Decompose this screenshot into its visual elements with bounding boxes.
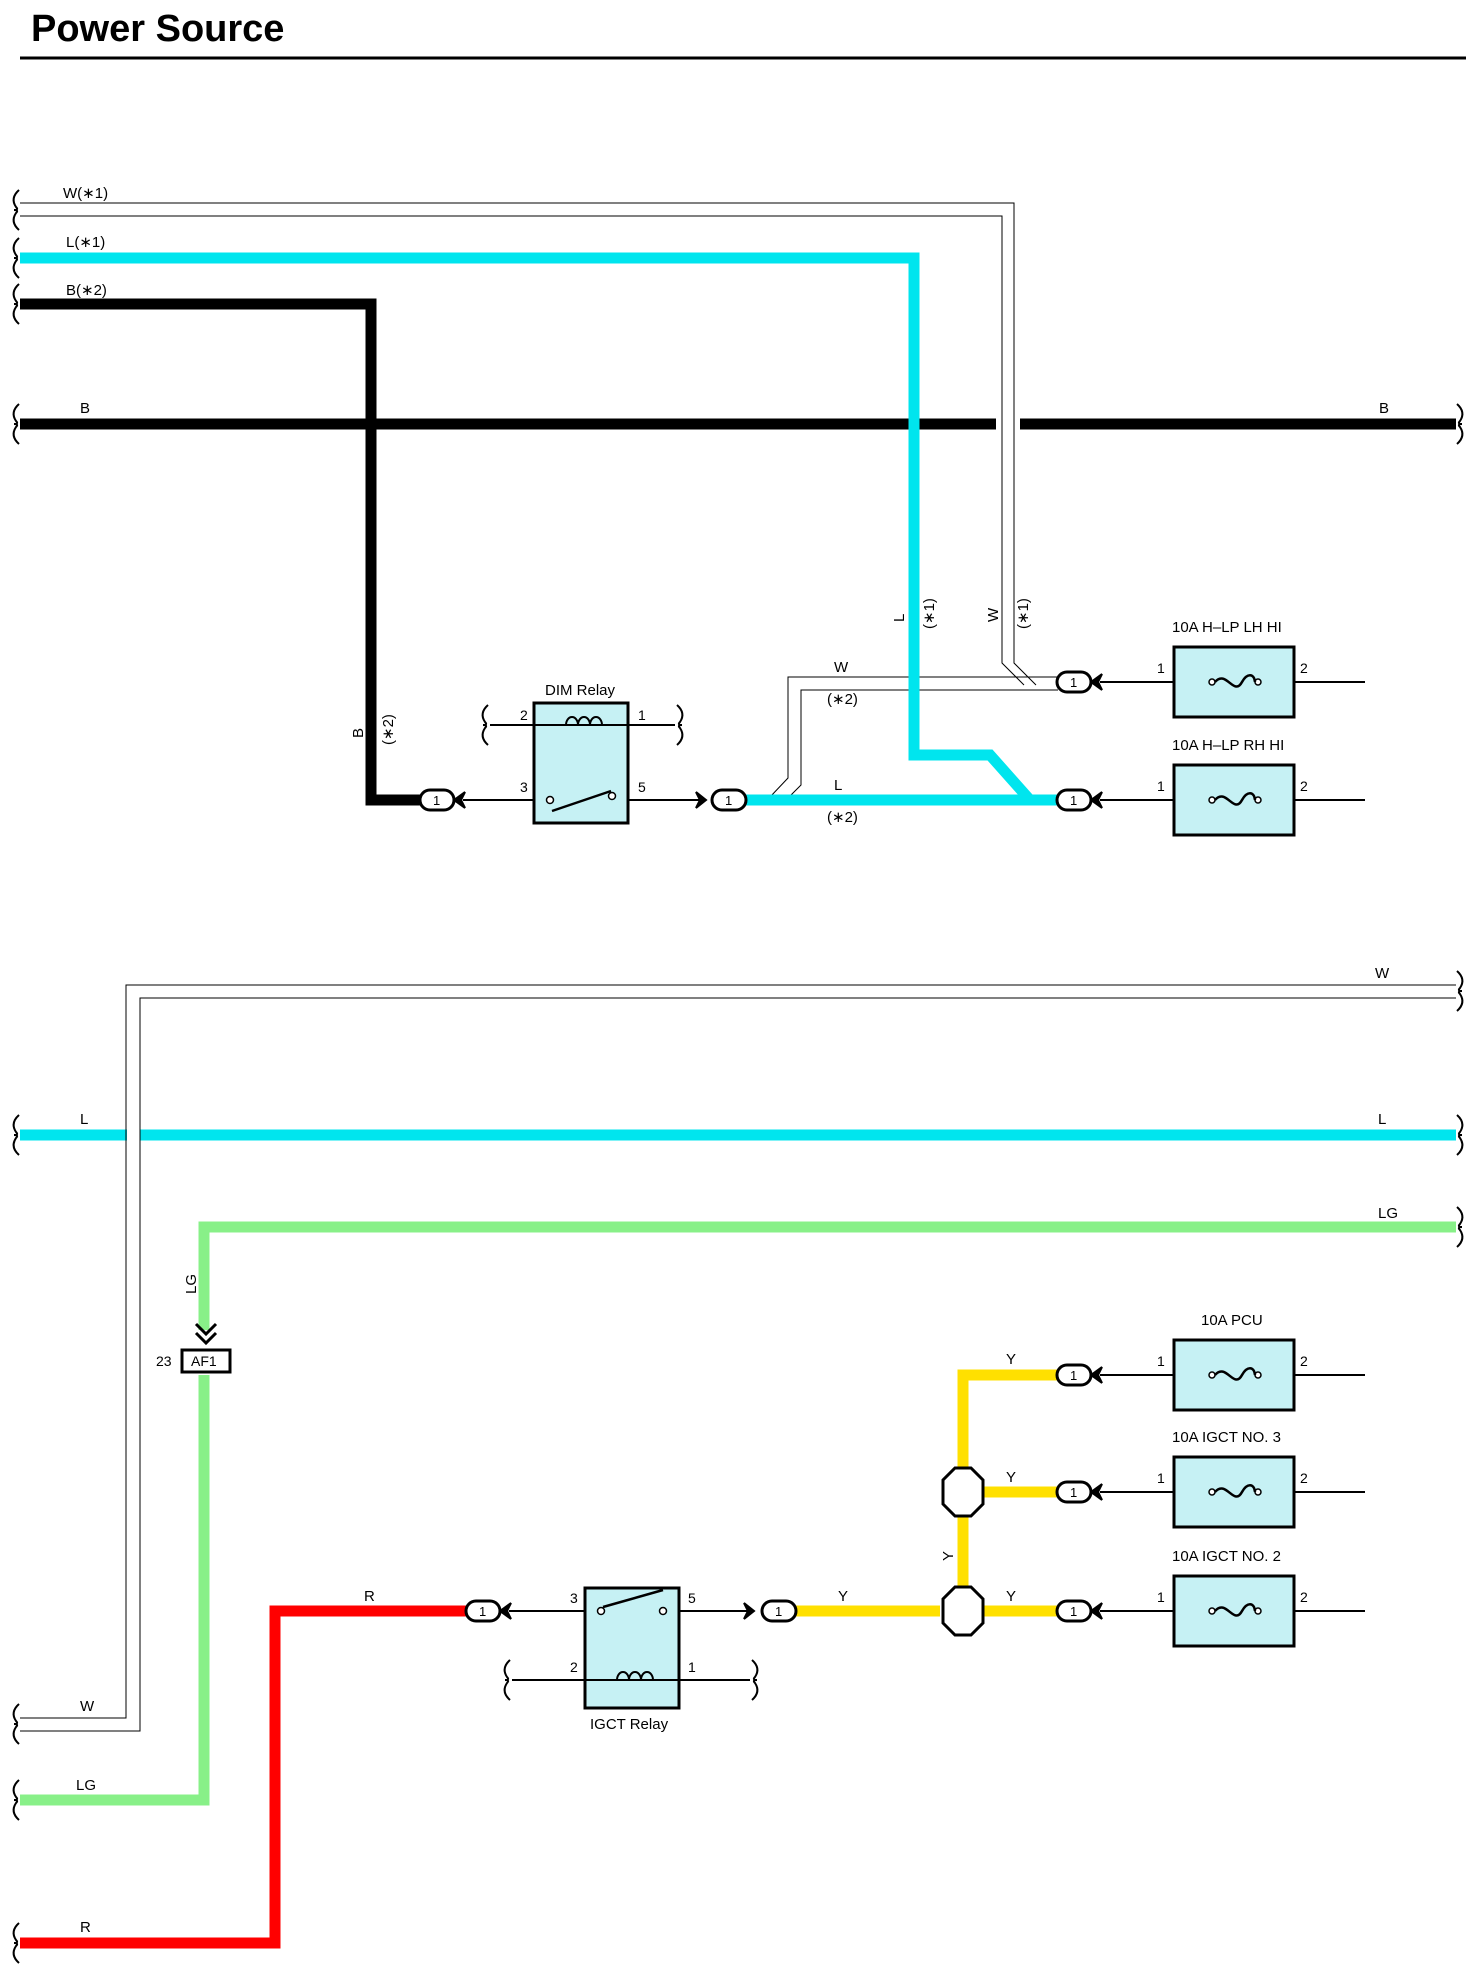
dim-relay-pin-3: 3	[520, 779, 528, 795]
connector-pcu-pin: 1	[1070, 1368, 1077, 1383]
wire-w-star1	[20, 202, 1037, 686]
label-l2-right: L	[1378, 1111, 1386, 1128]
label-w-vert-note: (∗1)	[1015, 598, 1032, 629]
label-l-lower: L	[834, 777, 842, 794]
label-lg-left: LG	[76, 1777, 96, 1794]
fuse-igct-no2-name: 10A IGCT NO. 2	[1172, 1548, 1281, 1565]
connector-hlp-rh-pin: 1	[1070, 793, 1077, 808]
wire-l-star1	[20, 252, 1035, 804]
wire-lg-bottom	[20, 1375, 210, 1806]
fuse-hlp-lh-hi	[1172, 645, 1365, 719]
fuse-igct-no2-pin-out: 2	[1300, 1589, 1308, 1605]
fuse-igct-no3-pin-out: 2	[1300, 1470, 1308, 1486]
label-y-relay: Y	[838, 1588, 848, 1605]
connector-dim-out-pin: 1	[725, 793, 732, 808]
connector-hlp-lh-pin: 1	[1070, 675, 1077, 690]
fuse-hlp-rh-hi-pin-out: 2	[1300, 778, 1308, 794]
label-lg-vert: LG	[183, 1274, 200, 1294]
fuse-pcu-pin-in: 1	[1157, 1353, 1165, 1369]
connector-igct3	[1055, 1480, 1176, 1504]
fuse-igct-no2	[1172, 1574, 1365, 1648]
wire-w-lower	[20, 984, 1456, 1732]
fuse-pcu-name: 10A PCU	[1201, 1312, 1263, 1329]
igct-relay-name: IGCT Relay	[590, 1716, 669, 1733]
label-w2-left: W	[80, 1698, 95, 1715]
connector-af1-pin: 23	[156, 1353, 172, 1369]
fuse-igct-no3	[1172, 1455, 1365, 1529]
label-lg-right: LG	[1378, 1205, 1398, 1222]
connector-igct-in-pin: 1	[479, 1604, 486, 1619]
label-r-top: R	[364, 1588, 375, 1605]
page-title: Power Source	[31, 8, 285, 50]
fuse-hlp-rh-hi-pin-in: 1	[1157, 778, 1165, 794]
label-b-vert: B	[350, 728, 367, 738]
label-y-vert: Y	[940, 1551, 957, 1561]
dim-relay-pin-5: 5	[638, 779, 646, 795]
connector-igct-in	[464, 1599, 520, 1623]
dim-relay-pin-1: 1	[638, 707, 646, 723]
label-y-igct3: Y	[1006, 1469, 1016, 1486]
connector-igct2-pin: 1	[1070, 1604, 1077, 1619]
connector-igct3-pin: 1	[1070, 1485, 1077, 1500]
label-b-star2: B(∗2)	[66, 282, 107, 299]
igct-relay-pin-5: 5	[688, 1590, 696, 1606]
fuse-hlp-rh-hi-name: 10A H–LP RH HI	[1172, 737, 1284, 754]
fuse-igct-no3-pin-in: 1	[1157, 1470, 1165, 1486]
wire-b-star2	[20, 298, 420, 806]
connector-dim-in-pin: 1	[433, 793, 440, 808]
connector-hlp-rh	[1055, 788, 1176, 812]
label-l-lower-note: (∗2)	[827, 809, 858, 826]
label-w-lower-note: (∗2)	[827, 691, 858, 708]
fuse-igct-no3-name: 10A IGCT NO. 3	[1172, 1429, 1281, 1446]
connector-dim-out	[690, 788, 748, 812]
label-w2-right: W	[1375, 965, 1390, 982]
label-y-pcu: Y	[1006, 1351, 1016, 1368]
label-r-left: R	[80, 1919, 91, 1936]
igct-relay-pin-1: 1	[688, 1659, 696, 1675]
label-l-vert: L	[891, 614, 908, 622]
fuse-igct-no2-pin-in: 1	[1157, 1589, 1165, 1605]
igct-relay	[503, 1586, 759, 1710]
label-w-lower: W	[834, 659, 849, 676]
fuse-pcu-pin-out: 2	[1300, 1353, 1308, 1369]
wire-r	[20, 1605, 470, 1949]
label-l-vert-note: (∗1)	[921, 598, 938, 629]
wire-lg-top	[198, 1221, 1456, 1330]
label-b-left: B	[80, 400, 90, 417]
connector-pcu	[1055, 1363, 1176, 1387]
junction-upper	[941, 1466, 985, 1518]
fuse-hlp-lh-hi-pin-in: 1	[1157, 660, 1165, 676]
connector-af1-name: AF1	[191, 1353, 217, 1369]
connector-igct-out-pin: 1	[775, 1604, 782, 1619]
fuse-pcu	[1172, 1338, 1365, 1412]
connector-dim-in	[418, 788, 475, 812]
label-l-star1: L(∗1)	[66, 234, 105, 251]
fuse-hlp-lh-hi-pin-out: 2	[1300, 660, 1308, 676]
label-b-right: B	[1379, 400, 1389, 417]
crossing-gap	[996, 417, 1020, 432]
wire-y	[795, 1369, 1060, 1617]
connector-igct-out	[740, 1599, 798, 1623]
label-l2-left: L	[80, 1111, 88, 1128]
label-w-vert: W	[985, 607, 1002, 622]
dim-relay-name: DIM Relay	[545, 682, 616, 699]
dim-relay	[475, 701, 690, 825]
fuse-hlp-lh-hi-name: 10A H–LP LH HI	[1172, 619, 1282, 636]
label-b-vert-note: (∗2)	[380, 714, 397, 745]
label-y-igct2: Y	[1006, 1588, 1016, 1605]
connector-hlp-lh	[1055, 670, 1176, 694]
label-w-star1: W(∗1)	[63, 185, 108, 202]
connector-af1	[180, 1322, 232, 1374]
fuse-hlp-rh-hi	[1172, 763, 1365, 837]
connector-igct2	[1055, 1599, 1176, 1623]
junction-lower	[941, 1585, 985, 1637]
igct-relay-pin-3: 3	[570, 1590, 578, 1606]
dim-relay-pin-2: 2	[520, 707, 528, 723]
igct-relay-pin-2: 2	[570, 1659, 578, 1675]
